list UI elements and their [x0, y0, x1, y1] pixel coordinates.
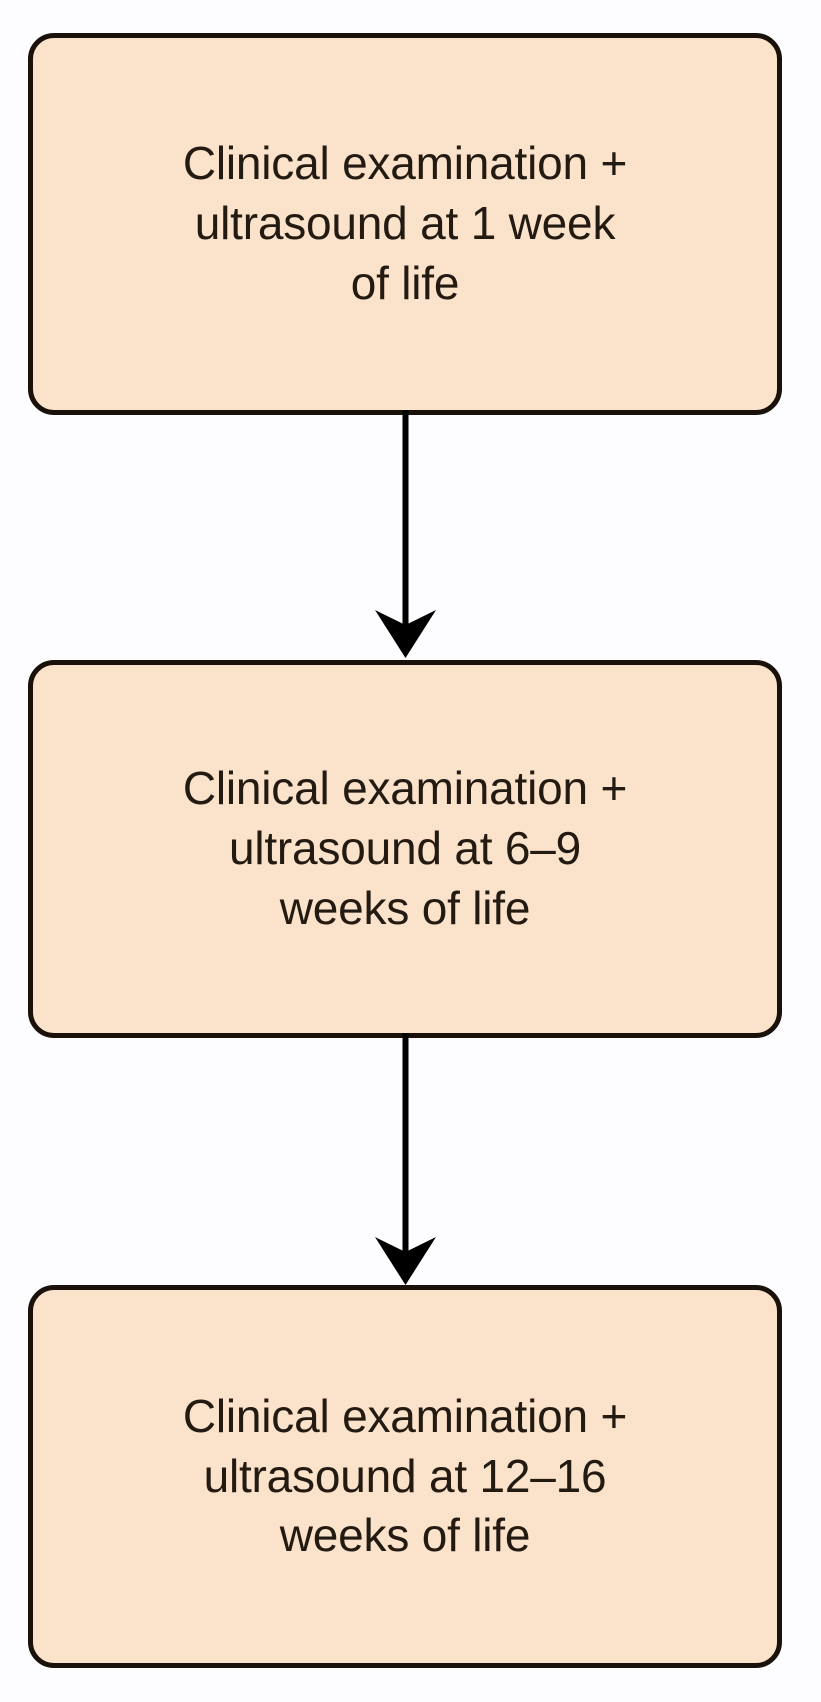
flow-node-12-16-weeks[interactable]: Clinical examination + ultrasound at 12–…	[28, 1285, 782, 1668]
connector-node2-to-node3	[375, 1033, 436, 1285]
flow-node-label: Clinical examination + ultrasound at 1 w…	[182, 137, 628, 309]
flow-node-1-week[interactable]: Clinical examination + ultrasound at 1 w…	[28, 33, 782, 415]
arrowhead-icon	[375, 610, 436, 658]
flow-node-label: Clinical examination + ultrasound at 6–9…	[182, 762, 628, 934]
flow-node-6-9-weeks[interactable]: Clinical examination + ultrasound at 6–9…	[28, 660, 782, 1038]
flow-node-label: Clinical examination + ultrasound at 12–…	[182, 1389, 628, 1562]
connector-node1-to-node2	[375, 410, 436, 658]
arrowhead-icon	[375, 1237, 436, 1285]
